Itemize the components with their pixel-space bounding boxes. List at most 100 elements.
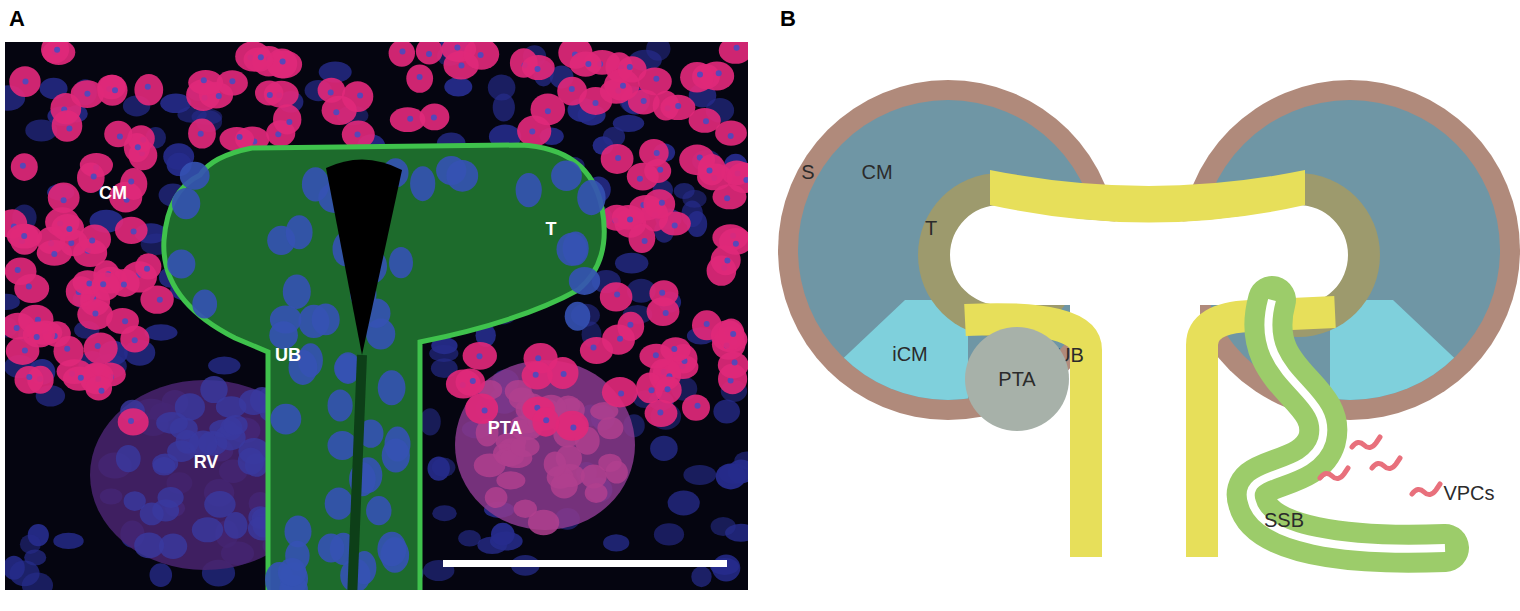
cap-cell — [135, 253, 161, 279]
nucleolus — [703, 118, 709, 124]
nucleus — [140, 503, 164, 526]
nucleolus — [51, 251, 57, 257]
nucleolus — [86, 281, 92, 287]
nucleolus — [671, 346, 677, 352]
region-label: VPCs — [1443, 483, 1494, 503]
bud-nucleus — [557, 233, 588, 266]
nucleus — [153, 457, 176, 476]
ureteric-bud — [965, 319, 1086, 557]
bud-nucleus — [446, 160, 478, 192]
nucleus — [432, 458, 456, 477]
nucleolus — [258, 54, 264, 60]
nucleolus — [14, 325, 20, 331]
ureteric-bud — [164, 145, 604, 590]
nucleolus — [128, 178, 134, 184]
nucleus — [53, 533, 83, 549]
cap-cell — [390, 107, 426, 132]
cap-cell — [602, 324, 635, 354]
micrograph — [5, 42, 748, 590]
nucleolus — [459, 62, 465, 68]
nucleolus — [620, 83, 626, 89]
nucleolus — [95, 343, 101, 349]
nucleus — [650, 436, 678, 461]
nucleus — [10, 561, 40, 587]
cap-cell — [97, 75, 127, 106]
nucleolus — [135, 144, 141, 150]
bud-nucleus — [278, 558, 306, 586]
nucleolus — [724, 195, 730, 201]
cap-cell — [464, 42, 500, 70]
cap-cell — [188, 70, 223, 95]
nucleolus — [157, 297, 163, 303]
nucleus — [514, 500, 537, 518]
bud-nucleus — [382, 439, 410, 473]
nucleolus — [117, 133, 123, 139]
nucleolus — [21, 233, 27, 239]
nucleolus — [26, 284, 32, 290]
nucleolus — [92, 311, 98, 317]
nucleolus — [131, 229, 137, 235]
cap-cell — [555, 411, 588, 441]
nucleolus — [545, 108, 551, 114]
nucleolus — [724, 258, 730, 264]
cap-cell — [48, 183, 80, 213]
nucleolus — [237, 134, 243, 140]
nucleolus — [704, 321, 710, 327]
nucleolus — [657, 167, 663, 173]
region-label: S — [801, 162, 814, 182]
nucleolus — [128, 418, 134, 424]
cap-cell — [655, 377, 682, 404]
bud-nucleus — [318, 533, 345, 562]
vpc-squiggle — [1372, 458, 1400, 469]
nucleolus — [122, 318, 128, 324]
nucleolus — [627, 322, 633, 328]
vascular-progenitors — [1320, 437, 1440, 495]
nucleus — [510, 437, 539, 457]
cap-cell — [689, 108, 721, 133]
bud-nucleus — [516, 173, 542, 207]
nucleolus — [614, 292, 620, 298]
cap-cell — [84, 333, 118, 365]
bud-nucleus — [325, 488, 353, 520]
nucleus — [192, 517, 223, 542]
nucleolus — [54, 47, 60, 53]
nucleus — [488, 74, 516, 100]
nucleolus — [529, 128, 535, 134]
cap-cell — [118, 408, 149, 435]
nucleus — [491, 523, 515, 546]
cap-cell — [647, 297, 680, 326]
cap-cell — [389, 42, 415, 67]
nucleus — [683, 465, 716, 485]
nucleolus — [591, 345, 597, 351]
bud-nucleus — [377, 532, 406, 566]
nucleolus — [659, 200, 665, 206]
cap-cell — [602, 377, 638, 407]
nucleolus — [561, 371, 567, 377]
nucleolus — [672, 223, 678, 229]
nucleolus — [144, 266, 150, 272]
ureteric-bud — [990, 170, 1305, 223]
structure-label: T — [546, 220, 557, 238]
cap-cell — [79, 225, 111, 255]
nucleolus — [618, 391, 624, 397]
nucleolus — [675, 103, 681, 109]
nucleolus — [734, 45, 740, 51]
nucleolus — [280, 59, 286, 65]
cap-cell — [680, 62, 714, 92]
cap-cell — [54, 336, 84, 366]
nucleus — [444, 77, 472, 96]
bud-nucleus — [366, 496, 391, 525]
nucleus — [485, 487, 508, 508]
region-label: CM — [861, 162, 892, 182]
nucleolus — [407, 116, 413, 122]
cap-cell — [718, 319, 744, 350]
s-shaped-body-lumen — [1251, 300, 1445, 549]
nucleolus — [470, 378, 476, 384]
nucleolus — [145, 84, 151, 90]
cap-cell — [640, 344, 674, 369]
cap-cell — [645, 400, 678, 427]
bud-nucleus — [302, 167, 329, 201]
cap-cell — [643, 189, 675, 219]
nucleus — [158, 487, 184, 508]
nucleolus — [357, 93, 363, 99]
